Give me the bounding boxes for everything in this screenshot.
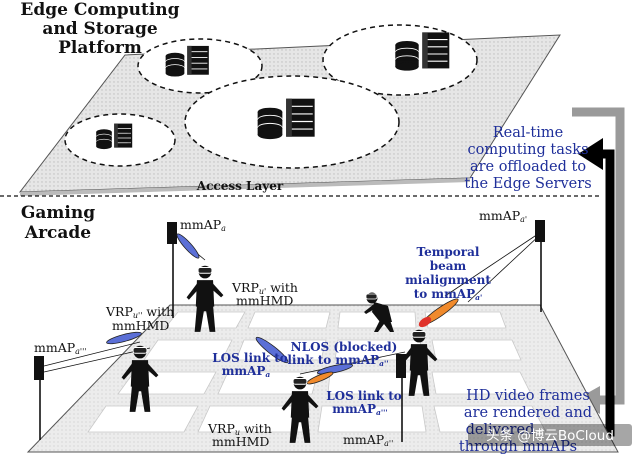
edge-platform: Edge Computing and Storage Platform Acce… <box>18 0 561 196</box>
ap-poles <box>39 232 542 442</box>
offload-note-line: computing tasks <box>467 142 588 158</box>
platform-title-line: Platform <box>58 38 142 58</box>
access-point-icon <box>167 222 177 244</box>
ap-label-a3: mmAPa''' <box>34 340 87 356</box>
platform-title: Edge Computing and Storage Platform <box>20 0 179 58</box>
floor-tiles <box>87 311 547 433</box>
player-label-u2: VRPu'' with <box>105 304 174 320</box>
watermark-text: 头条 @博云BoCloud <box>486 427 614 444</box>
los-a-note: mmAPa <box>222 364 271 379</box>
ap-label-a2: mmAPa'' <box>343 432 393 448</box>
arcade-title: Gaming Arcade <box>21 203 95 243</box>
los-a3-note: LOS link to <box>326 389 402 403</box>
offload-note-line: Real-time <box>493 125 563 141</box>
los-a3-note: mmAPa''' <box>332 402 387 417</box>
temporal-note: to mmAPa' <box>414 287 483 302</box>
platform-title-line: and Storage <box>42 19 158 39</box>
offload-note: Real-time computing tasks are offloaded … <box>464 125 591 192</box>
temporal-note: beam <box>430 259 467 273</box>
los-a-note: LOS link to <box>212 351 288 365</box>
black-arrow-head <box>578 138 603 170</box>
access-point-icon <box>396 354 406 378</box>
render-note-line: through mmAPs <box>459 439 577 455</box>
beams <box>106 233 459 385</box>
ap-label-a: mmAPa <box>180 217 226 233</box>
render-note-line: HD video frames <box>466 388 590 404</box>
render-note-line: delivered <box>466 422 535 438</box>
link-lines <box>43 231 542 375</box>
temporal-note: mialignment <box>405 273 491 287</box>
player-labels: VRPu' with mmHMD VRPu'' with mmHMD VRPu … <box>105 280 298 449</box>
arcade-title-line: Gaming <box>21 203 95 223</box>
offload-note-line: the Edge Servers <box>464 176 591 192</box>
access-point-icon <box>34 356 44 380</box>
watermark-bg <box>468 424 632 446</box>
arcade-title-line: Arcade <box>24 223 91 243</box>
player-label-u1: VRPu' with <box>231 280 298 296</box>
render-note-line: are rendered and <box>464 405 592 421</box>
player-label-u-line2: mmHMD <box>212 434 269 449</box>
link-annotations: Temporal beam mialignment to mmAPa' NLOS… <box>212 245 491 417</box>
player-label-u1-line2: mmHMD <box>236 293 293 308</box>
beam-blue <box>255 336 289 364</box>
watermark: 头条 @博云BoCloud <box>468 424 632 446</box>
beam-blue <box>176 233 200 259</box>
nlos-note: link to mmAPa'' <box>287 353 388 368</box>
nlos-note: NLOS (blocked) <box>291 340 398 354</box>
players <box>121 265 438 444</box>
beam-red <box>418 316 432 328</box>
render-note: HD video frames are rendered and deliver… <box>459 388 592 455</box>
platform-title-line: Edge Computing <box>20 0 179 20</box>
ap-label-a1: mmAPa' <box>479 208 527 224</box>
beam-blue <box>316 363 354 375</box>
player-label-u2-line2: mmHMD <box>112 318 169 333</box>
ap-devices <box>34 220 545 380</box>
player-label-u: VRPu with <box>207 421 272 437</box>
offload-note-line: are offloaded to <box>470 159 586 175</box>
access-layer-label: Access Layer <box>196 179 284 193</box>
beam-blue <box>106 331 142 345</box>
platform-edge <box>20 178 470 196</box>
access-point-icon <box>535 220 545 242</box>
ap-labels: mmAPa mmAPa' mmAPa''' mmAPa'' <box>34 208 527 448</box>
temporal-note: Temporal <box>417 245 480 259</box>
crouching-player-icon <box>364 292 394 332</box>
